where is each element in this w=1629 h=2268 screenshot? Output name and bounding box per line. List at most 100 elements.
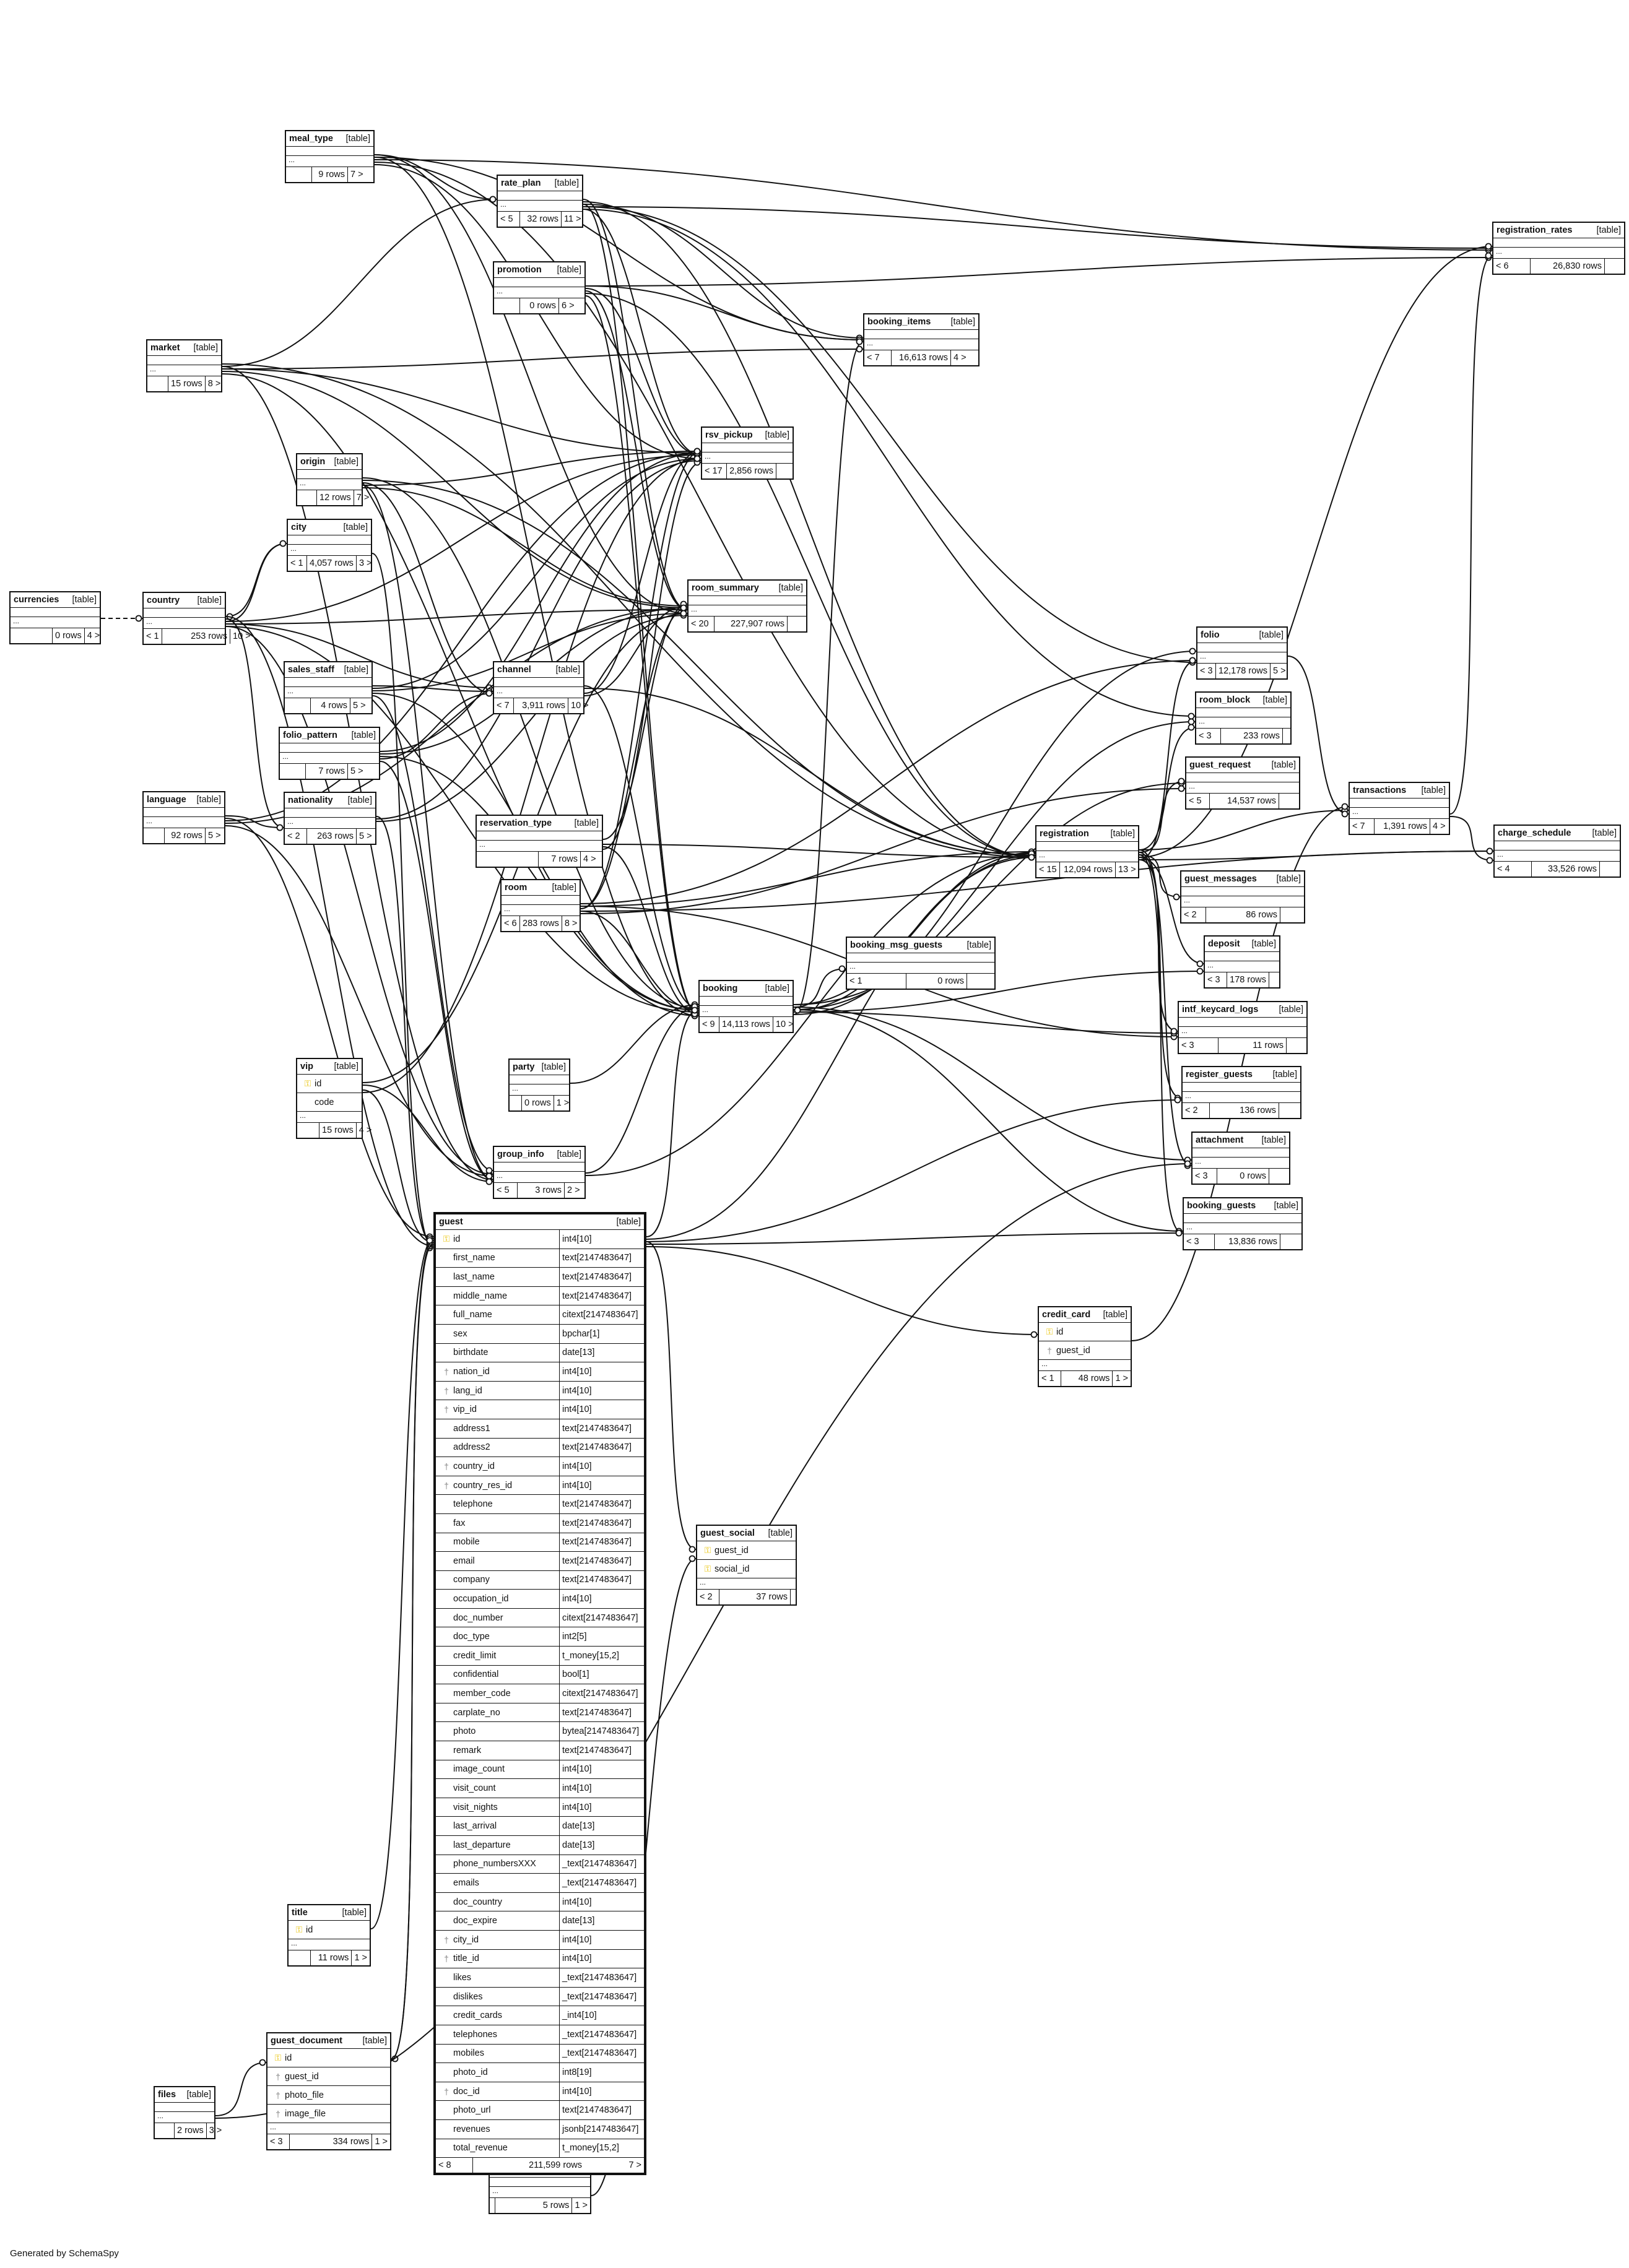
column-row[interactable]: telephones_text[2147483647] bbox=[436, 2025, 644, 2045]
children-count[interactable] bbox=[1269, 972, 1274, 987]
children-count[interactable] bbox=[791, 1590, 796, 1604]
parents-count[interactable]: < 3 bbox=[1205, 972, 1227, 987]
children-count[interactable]: 5 > bbox=[359, 831, 372, 841]
children-count[interactable]: 8 > bbox=[207, 379, 221, 389]
children-count[interactable] bbox=[1287, 1038, 1292, 1053]
parents-count[interactable]: < 7 bbox=[1350, 819, 1375, 834]
children-count[interactable]: 3 > bbox=[209, 2126, 222, 2136]
parents-count[interactable]: < 2 bbox=[1183, 1103, 1210, 1118]
column-row[interactable]: †image_file bbox=[267, 2105, 390, 2123]
column-row[interactable]: ⚿guest_id bbox=[697, 1541, 796, 1560]
parents-count[interactable]: < 3 bbox=[267, 2134, 290, 2149]
children-count[interactable]: 8 > bbox=[564, 919, 578, 928]
table-guest-social[interactable]: guest_social[table]⚿guest_id⚿social_id..… bbox=[696, 1525, 797, 1606]
parents-count[interactable] bbox=[490, 2198, 495, 2213]
column-row[interactable]: dislikes_text[2147483647] bbox=[436, 1987, 644, 2007]
parents-count[interactable]: < 3 bbox=[1197, 664, 1216, 678]
parents-count[interactable]: < 3 bbox=[1196, 729, 1221, 743]
children-count[interactable]: 1 > bbox=[375, 2137, 388, 2147]
column-row[interactable]: credit_cards_int4[10] bbox=[436, 2006, 644, 2025]
parents-count[interactable]: < 7 bbox=[864, 350, 892, 365]
children-count[interactable]: 13 > bbox=[1118, 865, 1136, 875]
column-row[interactable]: †guest_id bbox=[267, 2067, 390, 2086]
column-row[interactable]: ⚿id bbox=[297, 1075, 362, 1093]
parents-count[interactable] bbox=[144, 828, 165, 843]
children-count[interactable]: 1 > bbox=[354, 1953, 367, 1963]
parents-count[interactable]: < 6 bbox=[502, 916, 520, 931]
column-row[interactable]: ⚿id bbox=[289, 1921, 370, 1939]
children-count[interactable] bbox=[967, 974, 972, 989]
column-row[interactable]: ⚿id bbox=[1039, 1323, 1131, 1341]
parents-count[interactable] bbox=[147, 376, 168, 391]
children-count[interactable]: 10 > bbox=[775, 1019, 794, 1029]
table-guest-document[interactable]: guest_document[table]⚿id†guest_id†photo_… bbox=[266, 2032, 391, 2150]
parents-count[interactable]: < 15 bbox=[1036, 862, 1060, 877]
children-count[interactable] bbox=[1605, 259, 1610, 274]
parents-count[interactable] bbox=[11, 628, 53, 643]
parents-count[interactable]: < 3 bbox=[1184, 1234, 1215, 1249]
children-count[interactable]: 10 > bbox=[571, 701, 589, 711]
children-count[interactable]: 4 > bbox=[954, 353, 967, 363]
children-count[interactable]: 2 > bbox=[567, 1185, 580, 1195]
column-row[interactable]: likes_text[2147483647] bbox=[436, 1968, 644, 1988]
parents-count[interactable]: < 6 bbox=[1493, 259, 1531, 274]
children-count[interactable]: 5 > bbox=[350, 766, 363, 776]
parents-count[interactable]: < 5 bbox=[494, 1183, 518, 1198]
parents-count[interactable]: < 1 bbox=[288, 556, 307, 571]
parents-count[interactable]: < 5 bbox=[1186, 794, 1210, 808]
children-count[interactable] bbox=[1279, 794, 1284, 808]
parents-count[interactable] bbox=[297, 490, 317, 505]
column-row[interactable]: mobiles_text[2147483647] bbox=[436, 2044, 644, 2064]
children-count[interactable]: 1 > bbox=[556, 1098, 570, 1108]
children-count[interactable]: 4 > bbox=[1433, 821, 1446, 831]
children-count[interactable]: 7 > bbox=[350, 170, 363, 180]
parents-count[interactable] bbox=[285, 698, 311, 713]
children-count[interactable]: 11 > bbox=[564, 214, 581, 224]
